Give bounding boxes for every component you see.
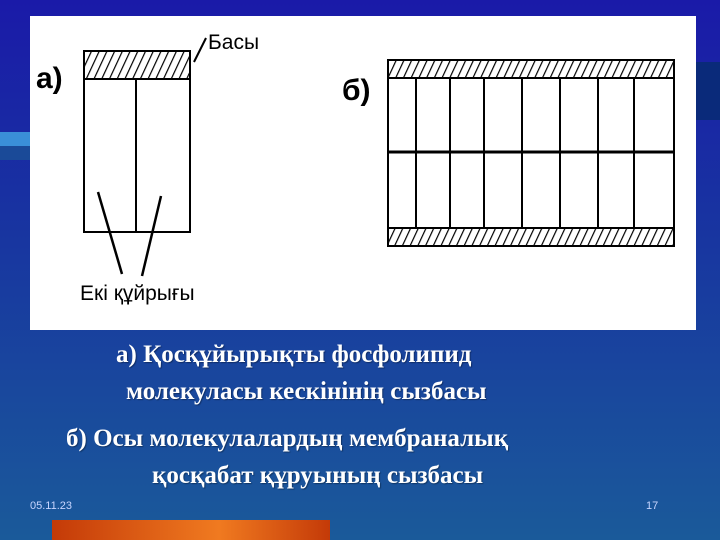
label-a: а): [36, 62, 63, 95]
caption-line-2: молекуласы кескінінің сызбасы: [126, 378, 487, 405]
tail-pointer-left: [96, 191, 124, 275]
bilayer-b: [387, 59, 675, 247]
label-b: б): [342, 74, 371, 107]
caption-line-4: қосқабат құруының сызбасы: [152, 462, 484, 489]
deco-bar-right: [696, 62, 720, 120]
caption-line-1: а) Қосқұйырықты фосфолипид: [116, 341, 472, 368]
bilayer-bottom-tails: [387, 151, 675, 229]
caption-line-3: б) Осы молекулалардың мембраналық: [66, 425, 509, 452]
tail-pointer-right: [140, 195, 163, 277]
molecule-head: [83, 50, 191, 80]
footer-date: 05.11.23: [30, 500, 73, 512]
molecule-a: [83, 50, 191, 233]
head-pointer: [193, 37, 207, 63]
phospholipid-diagram: а) Басы Екі құйрығы б): [36, 31, 675, 305]
tails-label: Екі құйрығы: [80, 282, 195, 305]
bilayer-dividers: [415, 78, 635, 228]
deco-bar-bottom-orange: [52, 520, 330, 540]
footer-page-number: 17: [646, 500, 659, 512]
diagram-panel: а) Басы Екі құйрығы б): [30, 16, 696, 330]
bilayer-top-tails: [387, 77, 675, 153]
deco-bar-left-dark: [0, 146, 30, 160]
head-label: Басы: [208, 31, 259, 54]
bilayer-top-heads: [387, 59, 675, 79]
bilayer-bottom-heads: [387, 227, 675, 247]
